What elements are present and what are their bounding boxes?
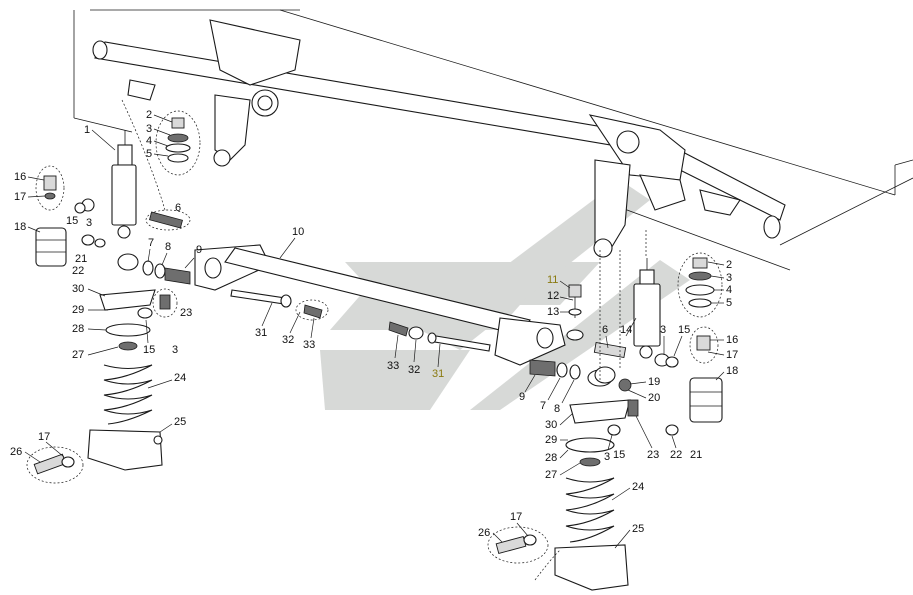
right-bump-stop	[689, 326, 723, 423]
callout-r17: 17	[726, 349, 738, 361]
callout-25: 25	[174, 416, 186, 428]
right-top-mount-cluster	[677, 252, 723, 318]
callout-3a: 3	[86, 217, 92, 229]
callout-r18: 18	[726, 365, 738, 377]
callout-r15b: 15	[613, 449, 625, 461]
callout-r19: 19	[648, 376, 660, 388]
callout-33: 33	[303, 339, 315, 351]
callout-r30: 30	[545, 419, 557, 431]
callout-7: 7	[148, 237, 154, 249]
left-bolt-6	[145, 209, 191, 231]
callout-r21: 21	[690, 449, 702, 461]
callout-5: 5	[146, 148, 152, 160]
pin-31	[230, 289, 491, 352]
left-washers	[74, 198, 191, 285]
left-bump-stop	[35, 165, 67, 267]
callout-r7: 7	[540, 400, 546, 412]
callout-30: 30	[72, 283, 84, 295]
callout-16: 16	[14, 171, 26, 183]
left-shock-absorber	[111, 130, 137, 239]
callout-4: 4	[146, 135, 152, 147]
assembly-dashed-paths	[121, 99, 647, 581]
callout-18: 18	[14, 221, 26, 233]
callout-2: 2	[146, 109, 152, 121]
callout-23: 23	[180, 307, 192, 319]
torsion-bar-lever	[194, 244, 584, 366]
frame-box-outline	[73, 9, 913, 271]
callout-r5: 5	[726, 297, 732, 309]
callout-r15: 15	[678, 324, 690, 336]
callout-r2: 2	[726, 259, 732, 271]
callout-r9: 9	[519, 391, 525, 403]
callout-r3c: 3	[604, 451, 610, 463]
callout-27: 27	[72, 349, 84, 361]
left-top-mount-cluster	[155, 110, 201, 176]
callout-21: 21	[75, 253, 87, 265]
callout-r31: 31	[432, 368, 444, 380]
callout-r32: 32	[408, 364, 420, 376]
callout-r13: 13	[547, 306, 559, 318]
right-bolt-26	[487, 526, 549, 564]
callout-15b: 15	[143, 344, 155, 356]
callout-r27: 27	[545, 469, 557, 481]
right-bolt-11	[568, 284, 582, 318]
callout-r20: 20	[648, 392, 660, 404]
callout-r6: 6	[602, 324, 608, 336]
callout-r16: 16	[726, 334, 738, 346]
callout-r12: 12	[547, 290, 559, 302]
bushings-32-33	[295, 299, 424, 340]
callout-17b: 17	[38, 431, 50, 443]
callout-r8: 8	[554, 403, 560, 415]
callout-labels-left: 1 2 3 4 5 6 7 8 9 10 15 3 16 17 18 21 22…	[10, 109, 315, 463]
callout-r26: 26	[478, 527, 490, 539]
callout-1: 1	[84, 124, 90, 136]
callout-28: 28	[72, 323, 84, 335]
callout-6: 6	[175, 202, 181, 214]
callout-15a: 15	[66, 215, 78, 227]
left-bolt-26	[26, 446, 84, 484]
right-spring-assembly	[554, 369, 631, 591]
callout-24: 24	[174, 372, 186, 384]
left-spring-assembly	[87, 253, 163, 471]
callout-3: 3	[146, 123, 152, 135]
callout-26: 26	[10, 446, 22, 458]
right-shock-absorber	[633, 258, 661, 359]
callout-r24: 24	[632, 481, 644, 493]
callout-32: 32	[282, 334, 294, 346]
callout-r29: 29	[545, 434, 557, 446]
callout-31: 31	[255, 327, 267, 339]
callout-labels-right: 11 12 13 33 32 31 9 7 8 6 14 3 15 16 17 …	[387, 259, 738, 549]
callout-r11: 11	[547, 274, 558, 286]
callout-r28: 28	[545, 452, 557, 464]
callout-r22: 22	[670, 449, 682, 461]
frame-crossmember	[92, 19, 786, 258]
left-bushing-23	[137, 288, 178, 319]
callout-22: 22	[72, 265, 84, 277]
callout-r3b: 3	[726, 272, 732, 284]
callout-r17b: 17	[510, 511, 522, 523]
callout-r14: 14	[620, 324, 632, 336]
callout-9: 9	[196, 244, 202, 256]
callout-10: 10	[292, 226, 304, 238]
callout-r3: 3	[660, 324, 666, 336]
callout-r33: 33	[387, 360, 399, 372]
callout-8: 8	[165, 241, 171, 253]
callout-r4: 4	[726, 284, 732, 296]
callout-3b: 3	[172, 344, 178, 356]
callout-r23: 23	[647, 449, 659, 461]
callout-r25: 25	[632, 523, 644, 535]
callout-29: 29	[72, 304, 84, 316]
callout-17: 17	[14, 191, 26, 203]
